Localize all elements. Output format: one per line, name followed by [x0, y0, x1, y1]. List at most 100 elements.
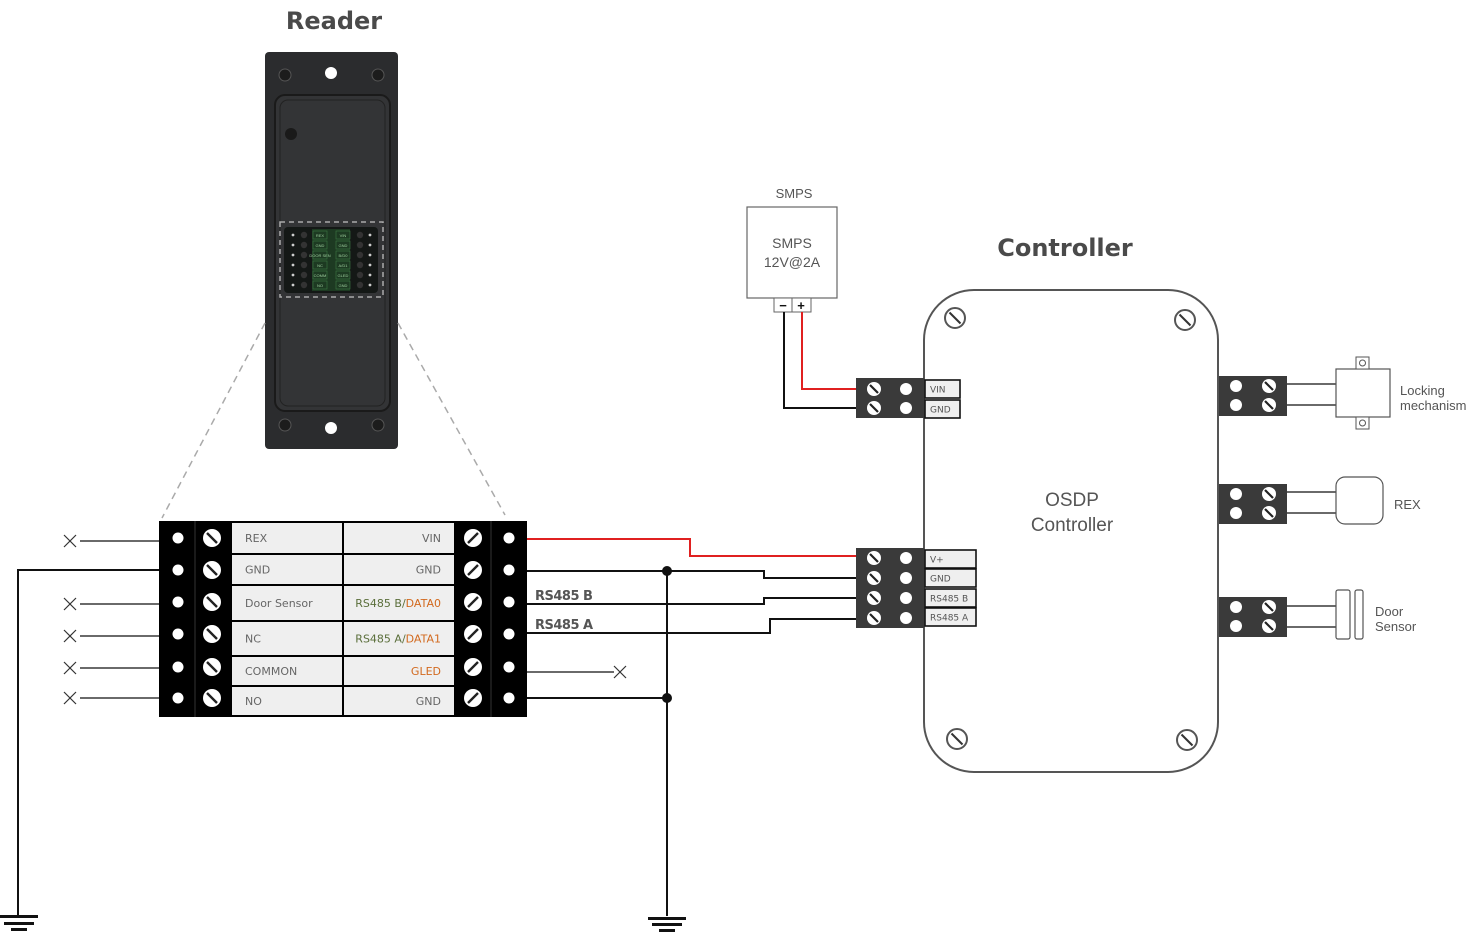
terminal-hole — [172, 564, 184, 576]
power-wire-reader-vin — [527, 538, 857, 557]
door-sensor-label-line1: Door — [1375, 604, 1404, 619]
terminal-label-left: NO — [245, 695, 262, 708]
terminal-hole — [503, 692, 515, 704]
terminal-cell-left — [232, 555, 342, 584]
wire-label-rs485b: RS485 B — [535, 589, 592, 604]
screw-icon — [462, 559, 484, 581]
screw-icon — [462, 623, 484, 645]
screw-icon — [201, 591, 223, 613]
controller-name-line1: OSDP — [1045, 490, 1099, 511]
controller-terminal-cell — [924, 607, 977, 627]
not-connected-icon — [613, 665, 627, 679]
reader-screw-icon — [371, 68, 385, 82]
terminal-hole — [503, 628, 515, 640]
reader-screw-icon — [371, 418, 385, 432]
terminal-hole — [172, 692, 184, 704]
controller-title: Controller — [997, 234, 1133, 262]
terminal-cell-left — [232, 523, 342, 553]
terminal-label-right: RS485 B/DATA0 — [355, 597, 441, 610]
mini-label-left: NC — [317, 263, 323, 268]
screw-icon — [462, 527, 484, 549]
reader-title: Reader — [286, 7, 382, 35]
controller-terminal-cell — [924, 568, 977, 588]
terminal-hole — [503, 596, 515, 608]
mini-label-left: GND — [316, 243, 325, 248]
mini-label-left: COMM — [314, 273, 327, 278]
controller-terminal-label: VIN — [930, 386, 946, 396]
controller-enclosure — [923, 289, 1219, 773]
screw-icon — [462, 656, 484, 678]
reader-screw-icon — [278, 68, 292, 82]
mount-hole-top — [325, 67, 337, 79]
wire-smps-minus — [783, 312, 857, 409]
smps-power-supply: SMPS 12V@2A − + — [746, 206, 838, 313]
reader-left-wires — [63, 534, 159, 705]
controller-terminal-label: RS485 B — [930, 595, 968, 605]
screw-icon — [201, 623, 223, 645]
not-connected-icon — [63, 534, 77, 548]
smps-caption: SMPS — [776, 186, 813, 201]
mini-label-right: B/D0 — [339, 253, 349, 258]
controller-terminal-cell — [924, 399, 961, 419]
terminal-hole — [172, 532, 184, 544]
controller-terminal-cell — [924, 549, 977, 569]
locking-mechanism-icon — [1335, 356, 1391, 430]
door-sensor-label-line2: Sensor — [1375, 619, 1417, 634]
screw-icon — [462, 591, 484, 613]
screw-icon — [201, 559, 223, 581]
terminal-hole — [172, 661, 184, 673]
terminal-cell-left — [232, 687, 342, 715]
not-connected-icon — [63, 629, 77, 643]
mini-label-right: GLED — [338, 273, 349, 278]
controller-terminal-label: V+ — [930, 556, 944, 566]
rex-button-icon — [1335, 476, 1384, 525]
terminal-cell-right — [344, 586, 454, 620]
lock-label-line2: mechanism — [1400, 398, 1466, 413]
wire-label-rs485a: RS485 A — [535, 618, 593, 633]
mini-label-right: A/D1 — [339, 263, 349, 268]
mini-label-left: REX — [316, 233, 325, 238]
zoom-region-outline — [279, 221, 384, 298]
controller-power-terminal: VIN GND — [856, 378, 961, 419]
controller-terminal-label: GND — [930, 406, 951, 416]
terminal-hole — [503, 532, 515, 544]
controller-osdp-terminal: V+ GND RS485 B RS485 A — [856, 548, 977, 628]
terminal-label-left: NC — [245, 633, 261, 646]
rex-label: REX — [1394, 497, 1421, 512]
terminal-label-right: GND — [416, 564, 441, 577]
smps-label: SMPS — [772, 235, 812, 251]
terminal-cell-left — [232, 622, 342, 655]
terminal-cell-left — [232, 657, 342, 685]
ground-icon — [648, 917, 686, 932]
ground-icon — [0, 915, 38, 931]
mini-label-left: DOOR SEN — [309, 253, 330, 258]
controller-terminal-label: RS485 A — [930, 614, 969, 624]
terminal-hole — [172, 596, 184, 608]
terminal-label-right: VIN — [422, 532, 441, 545]
reader-led-icon — [285, 128, 297, 140]
smps-plus-terminal: + — [797, 298, 805, 313]
terminal-label-right: RS485 A/DATA1 — [355, 633, 441, 646]
junction-dot — [662, 566, 672, 576]
controller-terminal-label: GND — [930, 575, 951, 585]
lock-terminal — [1219, 376, 1287, 416]
terminal-cell-right — [344, 523, 454, 553]
junction-dot — [662, 693, 672, 703]
terminal-label-left: REX — [245, 532, 268, 545]
mini-label-right: GND — [339, 283, 348, 288]
terminal-hole — [172, 628, 184, 640]
door-sensor-terminal — [1219, 597, 1287, 637]
zoom-line-right — [397, 322, 506, 516]
terminal-cell-right — [344, 657, 454, 685]
reader-screw-icon — [278, 418, 292, 432]
wire-rs485-a — [527, 618, 857, 634]
terminal-hole — [503, 661, 515, 673]
mount-hole-bottom — [325, 422, 337, 434]
mini-label-right: GND — [339, 243, 348, 248]
wire-reader-gnd — [527, 570, 857, 579]
screw-icon — [201, 527, 223, 549]
terminal-hole — [503, 564, 515, 576]
